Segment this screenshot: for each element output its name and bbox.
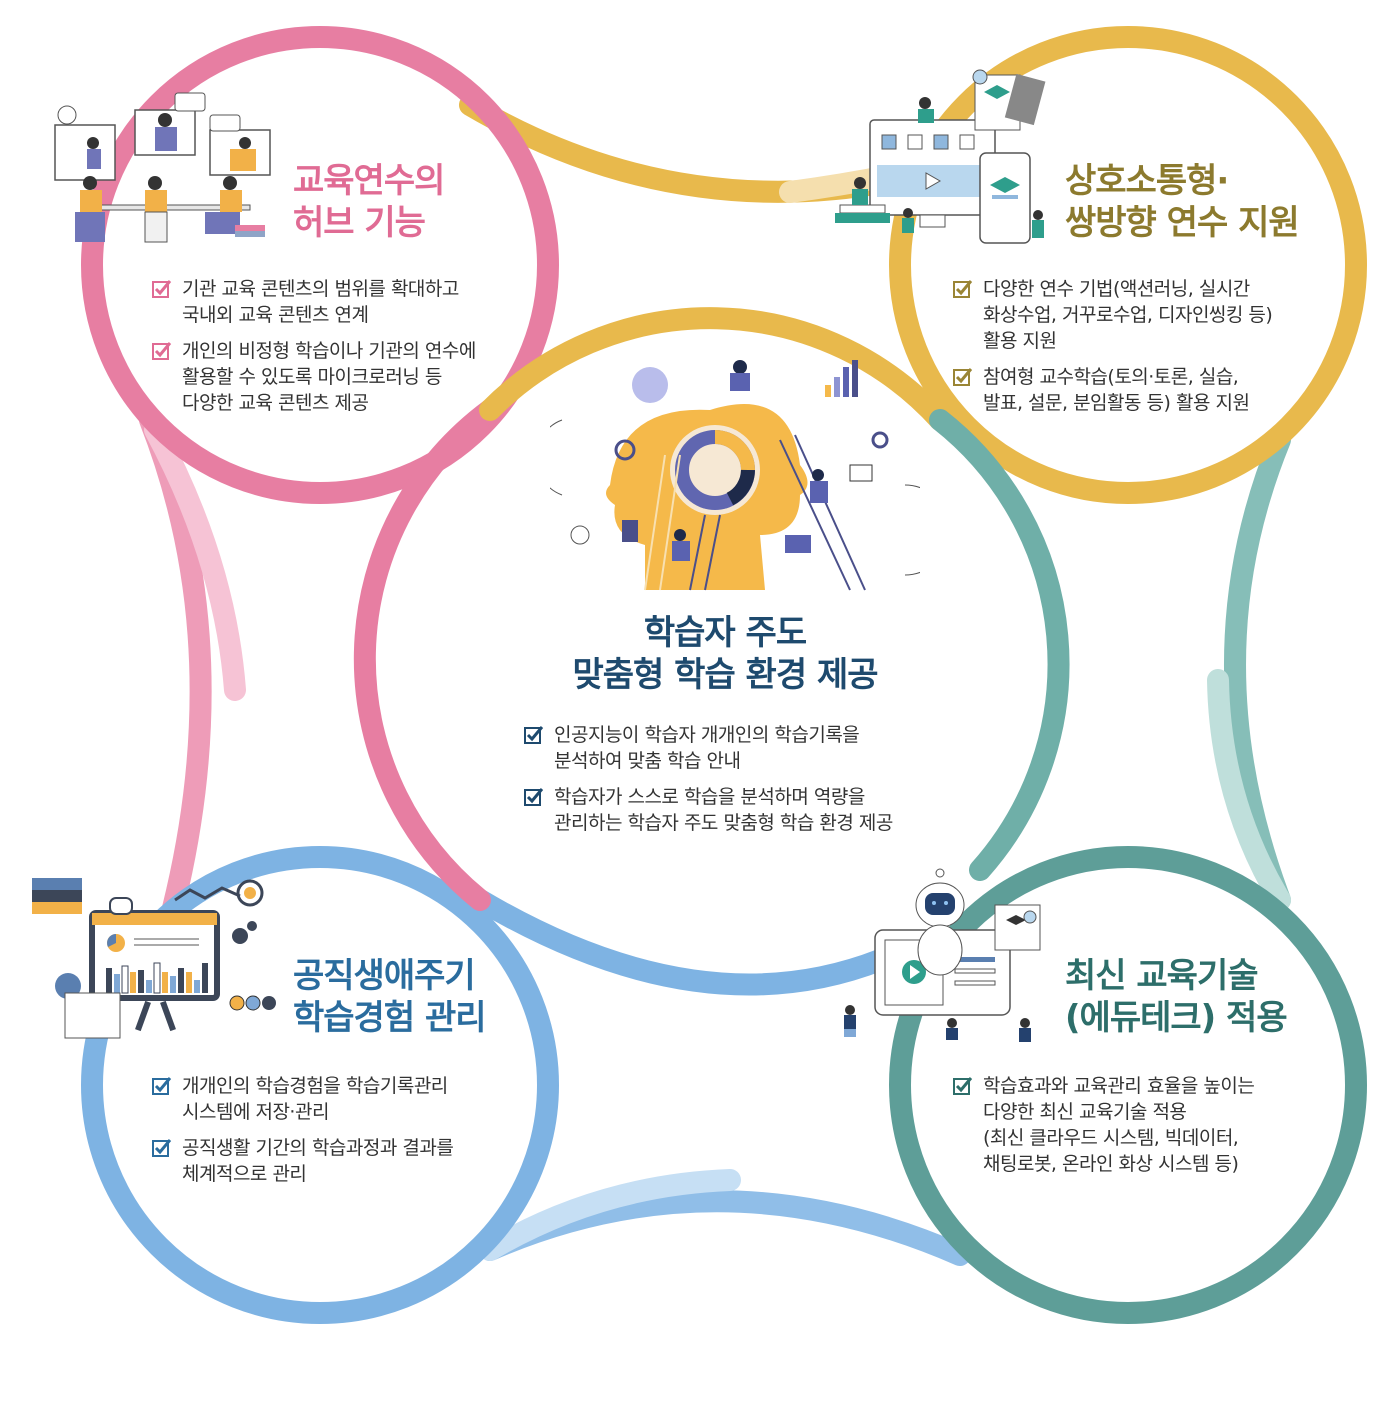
list-item: 학습효과와 교육관리 효율을 높이는 다양한 최신 교육기술 적용 (최신 클라… [953,1073,1255,1177]
learner-driven-bullets: 인공지능이 학습자 개개인의 학습기록을 분석하여 맞춤 학습 안내 학습자가 … [524,722,893,846]
checkbox-checked-icon [953,368,973,386]
edutech-title: 최신 교육기술 (에듀테크) 적용 [1065,956,1288,1038]
interactive-training-bullets: 다양한 연수 기법(액션러닝, 실시간 화상수업, 거꾸로수업, 디자인씽킹 등… [953,276,1273,426]
ring-bottom-right [889,846,1367,1324]
interactive-training-title: 상호소통형· 쌍방향 연수 지원 [1065,161,1300,243]
checkbox-checked-icon [152,342,172,360]
checkbox-checked-icon [152,1139,172,1157]
career-lifecycle-title: 공직생애주기 학습경험 관리 [293,956,487,1038]
list-item: 개인의 비정형 학습이나 기관의 연수에 활용할 수 있도록 마이크로러닝 등 … [152,338,476,416]
ring-top-left [81,26,559,504]
connector-arc-bottom-light [479,1169,741,1261]
list-item: 개개인의 학습경험을 학습기록관리 시스템에 저장·관리 [152,1073,453,1125]
ring-top-right [889,26,1367,504]
checkbox-checked-icon [524,726,544,744]
connector-arc-center-bottom [469,889,891,996]
checkbox-checked-icon [524,788,544,806]
robot-tablet-edutech-illustration [844,868,1041,1042]
ring-center-top-gold [479,307,951,431]
connector-arc-left-light [144,419,246,701]
list-item: 다양한 연수 기법(액션러닝, 실시간 화상수업, 거꾸로수업, 디자인씽킹 등… [953,276,1273,354]
list-item: 공직생활 기간의 학습과정과 결과를 체계적으로 관리 [152,1135,454,1187]
hub-function-bullets: 기관 교육 콘텐츠의 범위를 확대하고 국내외 교육 콘텐츠 연계 개인의 비정… [152,276,476,426]
ring-bottom-left [81,846,559,1324]
ring-center-left-pink [353,399,501,911]
list-item: 기관 교육 콘텐츠의 범위를 확대하고 국내외 교육 콘텐츠 연계 [152,276,476,328]
learner-driven-title: 학습자 주도 맞춤형 학습 환경 제공 [572,613,878,695]
list-item: 인공지능이 학습자 개개인의 학습기록을 분석하여 맞춤 학습 안내 [524,722,893,774]
list-item: 학습자가 스스로 학습을 분석하며 역량을 관리하는 학습자 주도 맞춤형 학습… [524,784,893,836]
monitor-and-mobile-interactive-illustration [835,69,1046,244]
connector-arc-right-light [1207,669,1291,911]
checkbox-checked-icon [953,1077,973,1095]
list-item: 참여형 교수학습(토의·토론, 실습, 발표, 설문, 분임활동 등) 활용 지… [953,364,1272,416]
checkbox-checked-icon [152,280,172,298]
checkbox-checked-icon [953,280,973,298]
edutech-bullets: 학습효과와 교육관리 효율을 높이는 다양한 최신 교육기술 적용 (최신 클라… [953,1073,1255,1187]
online-meeting-team-illustration [54,92,271,243]
hub-function-title: 교육연수의 허브 기능 [293,161,445,243]
checkbox-checked-icon [152,1077,172,1095]
head-with-ladders-learning-illustration [550,360,920,591]
analytics-presentation-board-illustration [32,878,276,1039]
career-lifecycle-bullets: 개개인의 학습경험을 학습기록관리 시스템에 저장·관리 공직생활 기간의 학습… [152,1073,454,1197]
ring-center-right-teal [929,409,1070,881]
